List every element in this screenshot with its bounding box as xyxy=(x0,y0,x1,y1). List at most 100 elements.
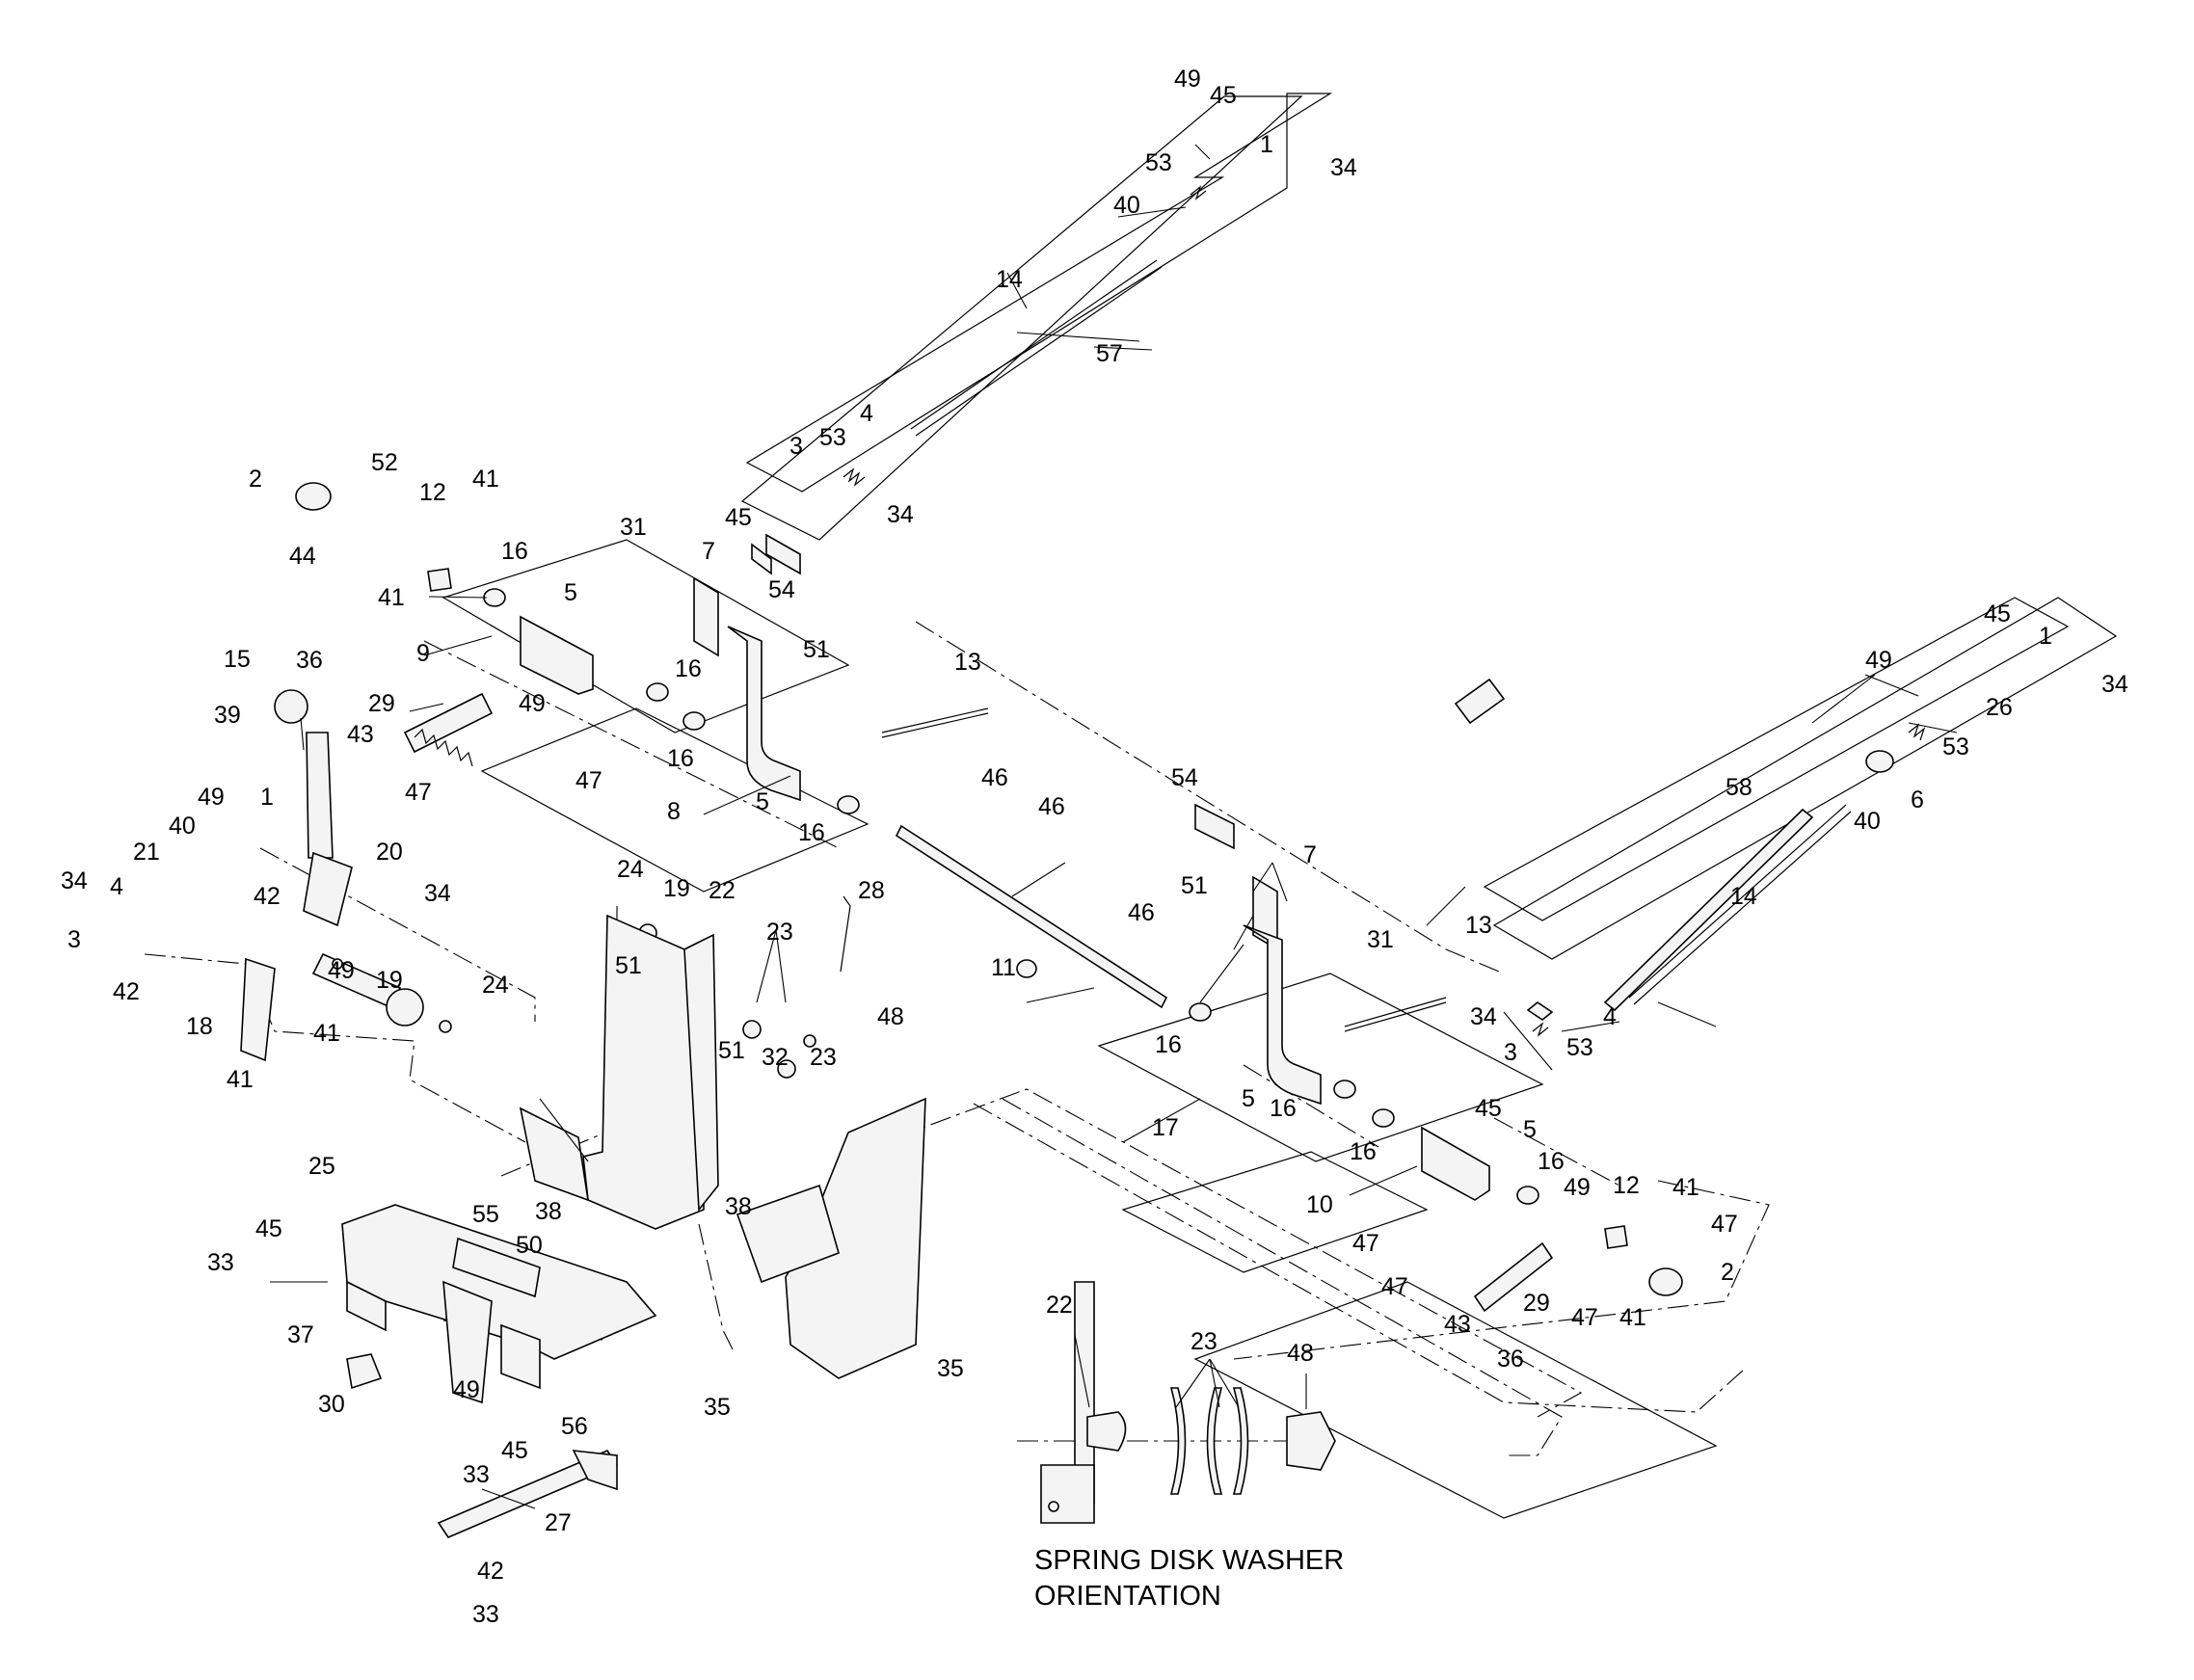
callout-5-c: 5 xyxy=(1242,1085,1255,1112)
callout-51-right: 51 xyxy=(1181,872,1208,899)
callout-19-b: 19 xyxy=(376,967,403,994)
callout-35-left: 35 xyxy=(704,1394,731,1421)
callout-41-b: 41 xyxy=(378,584,405,611)
callout-13-upper: 13 xyxy=(954,649,981,676)
callout-51-b: 51 xyxy=(718,1037,745,1064)
callout-46-c: 46 xyxy=(1128,899,1155,926)
callout-37: 37 xyxy=(287,1321,314,1348)
callout-45-right: 45 xyxy=(1475,1095,1502,1122)
callout-48-a: 48 xyxy=(877,1003,904,1030)
springs xyxy=(403,185,1926,1313)
callout-11: 11 xyxy=(991,954,1016,981)
callout-40-right: 40 xyxy=(1854,808,1881,835)
callout-46-a: 46 xyxy=(981,764,1008,791)
callout-47-d: 47 xyxy=(1711,1211,1738,1238)
callout-6: 6 xyxy=(1911,787,1924,813)
callout-12-right: 12 xyxy=(1613,1172,1640,1199)
callout-8: 8 xyxy=(667,798,681,825)
callout-36-left: 36 xyxy=(296,647,323,674)
callout-16-b: 16 xyxy=(675,655,702,682)
callout-35-right: 35 xyxy=(937,1355,964,1382)
callout-14-top: 14 xyxy=(996,266,1023,293)
callout-49-b: 49 xyxy=(328,957,355,984)
callout-33-a: 33 xyxy=(207,1249,234,1276)
callout-27: 27 xyxy=(545,1509,572,1536)
callout-33-bottom: 33 xyxy=(472,1601,499,1628)
callout-44: 44 xyxy=(289,543,316,570)
callout-18: 18 xyxy=(186,1013,213,1040)
callout-34-upper: 34 xyxy=(887,501,914,528)
callout-4-upper: 4 xyxy=(860,400,873,427)
callout-47-a: 47 xyxy=(405,779,432,806)
callout-9: 9 xyxy=(416,640,430,667)
callout-7-right: 7 xyxy=(1303,841,1317,868)
callout-23-a: 23 xyxy=(766,919,793,946)
brackets xyxy=(341,914,1127,1538)
callout-23-b: 23 xyxy=(810,1044,837,1071)
callout-56: 56 xyxy=(561,1413,588,1440)
levers xyxy=(240,533,1490,1201)
callout-47-b: 47 xyxy=(575,767,602,794)
callout-22: 22 xyxy=(709,877,736,904)
callout-52: 52 xyxy=(371,449,398,476)
callout-53-right: 53 xyxy=(1566,1034,1593,1061)
callout-1-left: 1 xyxy=(260,784,274,811)
callout-49-top: 49 xyxy=(1174,66,1201,93)
callout-5-d: 5 xyxy=(1523,1116,1537,1143)
callout-49-right: 49 xyxy=(1865,647,1892,674)
callout-5-b: 5 xyxy=(756,788,769,815)
callout-12-left: 12 xyxy=(419,479,446,506)
callout-34-b: 34 xyxy=(424,880,451,907)
callout-14-right: 14 xyxy=(1730,883,1757,910)
callout-49-bottom: 49 xyxy=(453,1376,480,1403)
callout-29-left: 29 xyxy=(368,690,395,717)
callout-5-a: 5 xyxy=(564,579,577,606)
callout-1-top: 1 xyxy=(1260,131,1273,158)
callout-41-a: 41 xyxy=(472,466,499,493)
callout-39: 39 xyxy=(214,702,241,729)
callout-58: 58 xyxy=(1726,774,1753,801)
callout-33-b: 33 xyxy=(463,1461,490,1488)
callout-16-c: 16 xyxy=(667,745,694,772)
callout-42-a: 42 xyxy=(254,883,281,910)
callout-53-right-top: 53 xyxy=(1942,733,1969,760)
callout-13-right: 13 xyxy=(1465,912,1492,939)
callout-45-bottom-left: 45 xyxy=(255,1215,282,1242)
callout-16-a: 16 xyxy=(501,538,528,565)
outline-frames xyxy=(441,93,2118,1519)
callout-43-left: 43 xyxy=(347,721,374,748)
callout-50: 50 xyxy=(516,1232,543,1259)
spring-disk-washer-detail xyxy=(1169,1387,1336,1495)
callout-34-right-top: 34 xyxy=(2101,671,2128,698)
callout-3-left: 3 xyxy=(67,926,81,953)
callout-labels: 49 45 1 53 34 40 14 57 3 53 4 45 34 2 52… xyxy=(61,66,2128,1628)
callout-24-top: 24 xyxy=(617,856,644,883)
callout-40-top: 40 xyxy=(1113,192,1140,219)
callout-29-right: 29 xyxy=(1523,1290,1550,1317)
callout-45-top: 45 xyxy=(1210,82,1237,109)
callout-47-c: 47 xyxy=(1352,1230,1379,1257)
callout-16-e: 16 xyxy=(1155,1031,1182,1058)
callout-49-left: 49 xyxy=(198,784,225,811)
callout-34-top: 34 xyxy=(1330,154,1357,181)
callout-54-upper: 54 xyxy=(768,576,795,603)
callout-16-d: 16 xyxy=(798,819,825,846)
callout-57: 57 xyxy=(1096,340,1123,367)
callout-30: 30 xyxy=(318,1391,345,1418)
callout-41-f: 41 xyxy=(1619,1304,1646,1331)
callout-3-upper: 3 xyxy=(789,433,803,460)
callout-34-right: 34 xyxy=(1470,1003,1497,1030)
callout-51-a: 51 xyxy=(615,952,642,979)
callout-31-upper: 31 xyxy=(620,514,647,541)
callout-41-d: 41 xyxy=(227,1066,254,1093)
callout-1-right: 1 xyxy=(2039,623,2052,650)
callout-49-a: 49 xyxy=(519,690,546,717)
callout-41-e: 41 xyxy=(1672,1174,1699,1201)
callout-55: 55 xyxy=(472,1201,499,1228)
callout-7-upper: 7 xyxy=(702,538,715,565)
callout-49-c: 49 xyxy=(1564,1174,1591,1201)
callout-28: 28 xyxy=(858,877,885,904)
callout-48-detail: 48 xyxy=(1287,1340,1314,1367)
callout-42-bottom: 42 xyxy=(477,1558,504,1585)
callout-16-g: 16 xyxy=(1350,1138,1377,1165)
